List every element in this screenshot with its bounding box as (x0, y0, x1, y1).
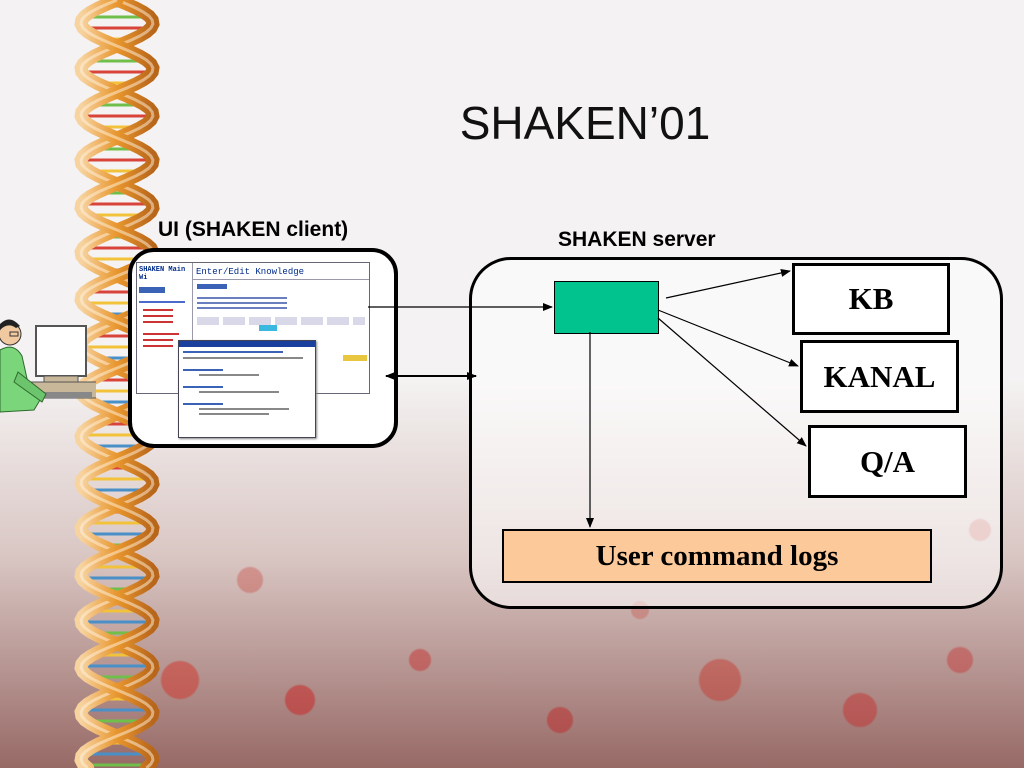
screenshot-line (143, 321, 173, 323)
screenshot-node (259, 325, 277, 331)
kb-box: KB (792, 263, 950, 335)
screenshot-line (143, 345, 173, 347)
user-at-computer-icon (0, 319, 96, 413)
popup-titlebar (179, 341, 315, 347)
screenshot-line (183, 357, 303, 359)
screenshot-popup-window (178, 340, 316, 438)
screenshot-line (143, 339, 173, 341)
screenshot-line (199, 408, 289, 410)
qa-box: Q/A (808, 425, 967, 498)
screenshot-node (343, 355, 367, 361)
arrow-to-qa (657, 317, 807, 447)
screenshot-panel-title: Enter/Edit Knowledge (193, 263, 369, 280)
screenshot-line (183, 403, 223, 405)
screenshot-toolbar (139, 287, 165, 293)
screenshot-main-panel: Enter/Edit Knowledge (193, 263, 369, 393)
client-label: UI (SHAKEN client) (158, 218, 349, 241)
screenshot-line (199, 413, 269, 415)
screenshot-line (183, 386, 223, 388)
screenshot-line (199, 391, 279, 393)
screenshot-toolbar (197, 284, 227, 289)
screenshot-line (199, 374, 259, 376)
arrow-to-kanal (657, 309, 799, 367)
screenshot-line (139, 301, 185, 303)
server-node (554, 281, 659, 334)
screenshot-line (143, 333, 179, 335)
screenshot-line (143, 315, 173, 317)
kanal-box: KANAL (800, 340, 959, 413)
screenshot-line (143, 309, 173, 311)
user-command-logs-box: User command logs (502, 529, 932, 583)
slide-title: SHAKEN’01 (459, 97, 711, 149)
screenshot-line (183, 351, 283, 353)
screenshot-button-row (197, 317, 365, 325)
server-label: SHAKEN server (558, 228, 716, 251)
screenshot-line (197, 307, 287, 309)
screenshot-line (183, 369, 223, 371)
arrow-to-kb (665, 269, 791, 299)
screenshot-line (197, 297, 287, 299)
screenshot-window-title: SHAKEN Main Wi (139, 266, 186, 282)
screenshot-line (197, 302, 287, 304)
